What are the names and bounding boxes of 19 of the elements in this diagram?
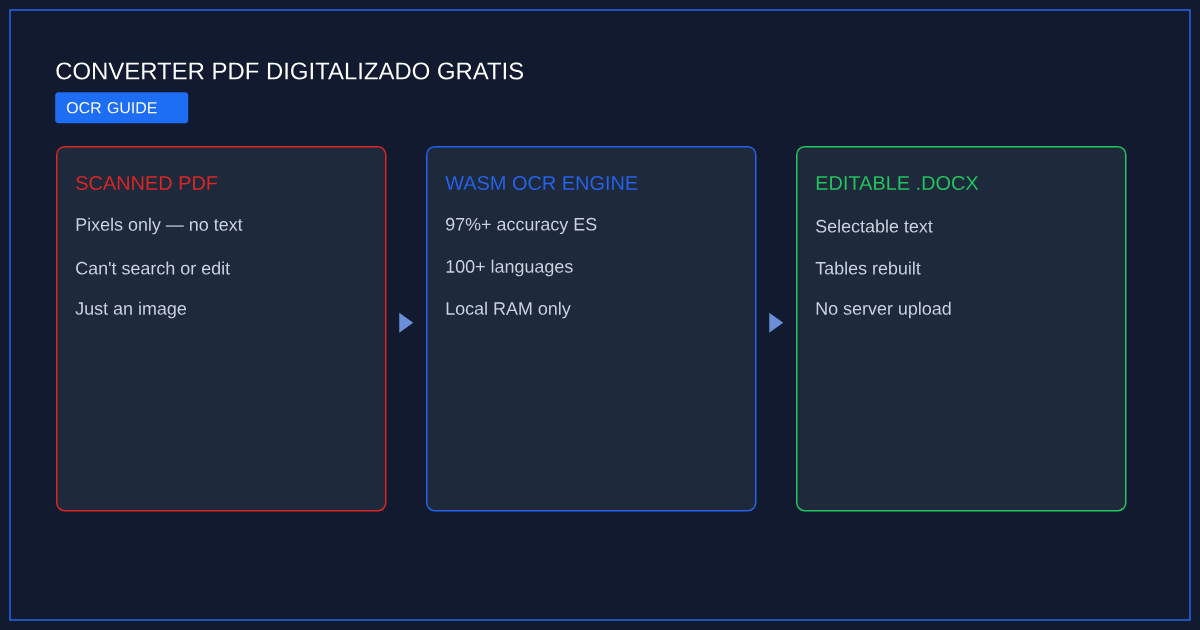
card-text: Pixels only — no text xyxy=(76,217,243,235)
card-text: 100+ languages xyxy=(446,259,573,277)
card xyxy=(426,146,757,512)
card-text: Just an image xyxy=(75,301,186,319)
card xyxy=(796,146,1127,512)
card-text: Local RAM only xyxy=(446,301,571,319)
title: CONVERTER PDF DIGITALIZADO GRATIS xyxy=(56,62,524,80)
card-text: Selectable text xyxy=(816,219,933,233)
card-heading: EDITABLE .DOCX xyxy=(816,175,979,191)
arrow-head xyxy=(769,312,784,333)
card-text: No server upload xyxy=(816,301,951,319)
card-heading: WASM OCR ENGINE xyxy=(445,175,638,191)
card-text: Tables rebuilt xyxy=(815,261,921,275)
card xyxy=(56,146,387,512)
card-text: Can't search or edit xyxy=(76,261,230,275)
badge: OCR GUIDE xyxy=(55,92,189,124)
arrow-head xyxy=(399,312,414,333)
card-heading: SCANNED PDF xyxy=(76,175,218,191)
card-text: 97%+ accuracy ES xyxy=(446,217,597,235)
